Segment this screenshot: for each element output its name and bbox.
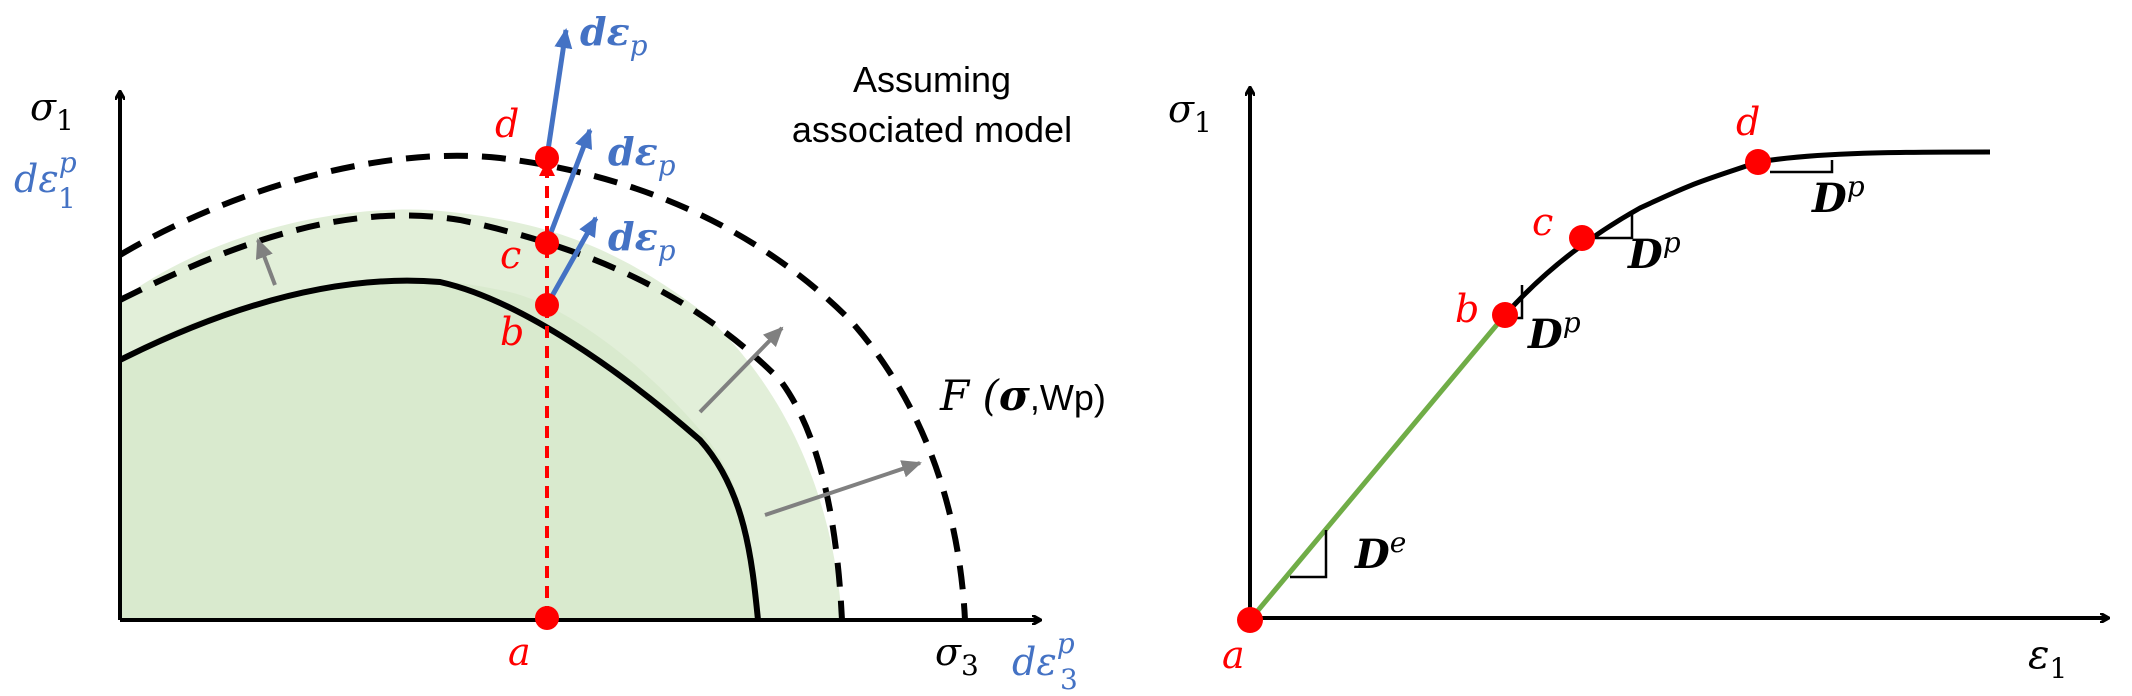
point-a-right — [1237, 607, 1263, 633]
right-panel: a b c d De Dp Dp Dp σ1 ε1 — [1168, 87, 2108, 685]
increment-label-b: dεp — [608, 214, 676, 267]
plastic-modulus-label-b: Dp — [1527, 306, 1581, 358]
normal-arrow-3 — [764, 460, 922, 517]
plastic-increment-arrow-b — [544, 216, 599, 307]
assumption-note-line2: associated model — [792, 109, 1072, 150]
increment-label-d: dεp — [580, 9, 648, 62]
plastic-increment-arrow-c — [544, 128, 593, 244]
yield-function-label: F (σ,Wp) — [939, 371, 1106, 420]
slope-marker-d — [1770, 160, 1834, 174]
point-b-left — [535, 293, 559, 317]
increment-label-c: dεp — [608, 129, 676, 182]
label-b-right: b — [1455, 287, 1479, 331]
plastic-modulus-label-d: Dp — [1811, 170, 1865, 222]
normal-arrow-1 — [255, 238, 277, 286]
right-x-axis-label: ε1 — [2028, 632, 2067, 685]
point-c-right — [1569, 225, 1595, 251]
left-x-axis-label: σ3 — [935, 630, 979, 682]
label-b-left: b — [500, 310, 524, 354]
plastic-modulus-label-c: Dp — [1627, 226, 1681, 278]
slope-marker-c — [1582, 212, 1634, 240]
label-c-left: c — [500, 233, 521, 277]
yield-surface-d — [118, 152, 968, 621]
left-y-axis-label: σ1 — [30, 85, 74, 137]
label-d-right: d — [1736, 100, 1760, 144]
label-a-left: a — [508, 630, 531, 674]
label-a-right: a — [1222, 633, 1245, 677]
normal-arrow-2 — [698, 326, 784, 414]
point-d-right — [1745, 149, 1771, 175]
plastic-branch — [1503, 149, 1991, 317]
plastic-increment-arrow-d — [544, 28, 573, 158]
initial-region-fill — [120, 279, 758, 620]
assumption-note-line1: Assuming — [853, 59, 1011, 100]
label-c-right: c — [1532, 200, 1553, 244]
label-d-left: d — [495, 102, 519, 146]
initial-yield-surface — [118, 277, 761, 621]
slope-marker-e — [1290, 530, 1328, 579]
elastic-branch — [1248, 313, 1507, 622]
point-d-left — [535, 146, 559, 170]
elastic-modulus-label: De — [1354, 526, 1406, 578]
point-b-right — [1492, 302, 1518, 328]
right-y-axis-label: σ1 — [1168, 87, 1212, 139]
yield-surface-c — [118, 212, 845, 621]
point-c-left — [535, 231, 559, 255]
point-a-left — [535, 606, 559, 630]
